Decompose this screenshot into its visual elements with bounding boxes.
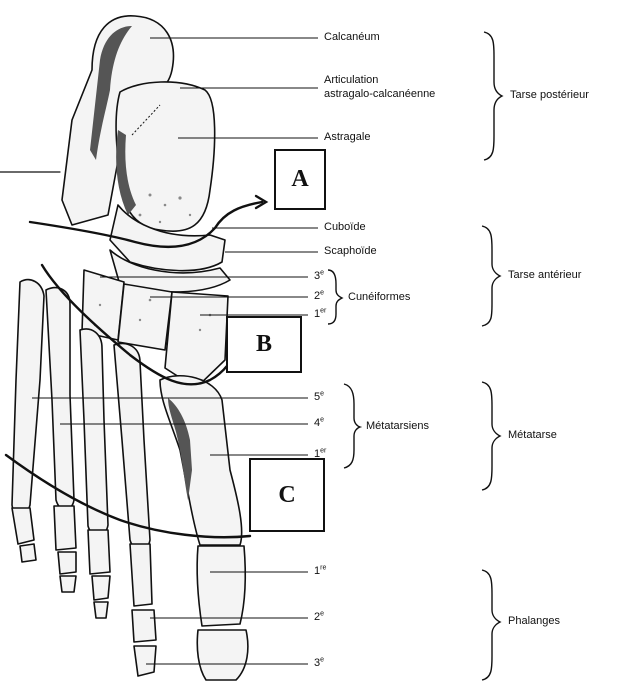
toe2-middle xyxy=(132,610,156,642)
toe2-distal xyxy=(134,646,156,676)
toe4-middle xyxy=(58,552,76,574)
box-b: B xyxy=(226,316,302,373)
toe1-proximal xyxy=(197,546,245,626)
brace-tarse-posterieur xyxy=(484,32,502,160)
label-cuneiforme-3: 3e xyxy=(314,270,324,282)
toe2-proximal xyxy=(130,544,152,606)
label-cuboide: Cuboïde xyxy=(324,221,366,233)
label-scaphoide: Scaphoïde xyxy=(324,245,377,257)
label-tarse-posterieur: Tarse postérieur xyxy=(510,89,589,101)
toe1-distal xyxy=(197,630,248,680)
toe5-proximal xyxy=(12,508,34,544)
cuneiforme-2-bone xyxy=(118,284,172,350)
metatarsien-4-bone xyxy=(46,288,74,510)
label-cuneiforme-1: 1er xyxy=(314,308,326,320)
toe3-middle xyxy=(92,576,110,600)
toe4-proximal xyxy=(54,506,76,550)
braces xyxy=(328,32,502,680)
brace-metatarsiens xyxy=(344,384,360,468)
label-phalange-2: 2e xyxy=(314,611,324,623)
box-c: C xyxy=(249,458,325,532)
toe3-proximal xyxy=(88,530,110,574)
label-metatarsiens: Métatarsiens xyxy=(366,420,429,432)
label-phalange-1: 1re xyxy=(314,565,326,577)
brace-tarse-anterieur xyxy=(482,226,500,326)
label-calcaneum: Calcanéum xyxy=(324,31,380,43)
brace-cuneiformes xyxy=(328,270,342,324)
foot-bones xyxy=(12,16,248,680)
label-metatarsien-5: 5e xyxy=(314,391,324,403)
brace-phalanges xyxy=(482,570,500,680)
toe5-distal xyxy=(20,544,36,562)
label-cuneiformes: Cunéiformes xyxy=(348,291,410,303)
label-tarse-anterieur: Tarse antérieur xyxy=(508,269,581,281)
label-cuneiforme-2: 2e xyxy=(314,290,324,302)
toe3-distal xyxy=(94,602,108,618)
label-phalange-3: 3e xyxy=(314,657,324,669)
brace-metatarse xyxy=(482,382,500,490)
label-metatarsien-4: 4e xyxy=(314,417,324,429)
metatarsien-1-bone xyxy=(160,376,242,545)
label-astragale: Astragale xyxy=(324,131,370,143)
box-a: A xyxy=(274,149,326,210)
label-articulation-line2: astragalo-calcanéenne xyxy=(324,88,435,100)
label-articulation-line1: Articulation xyxy=(324,74,378,86)
label-phalanges: Phalanges xyxy=(508,615,560,627)
label-metatarse: Métatarse xyxy=(508,429,557,441)
toe4-distal xyxy=(60,576,76,592)
